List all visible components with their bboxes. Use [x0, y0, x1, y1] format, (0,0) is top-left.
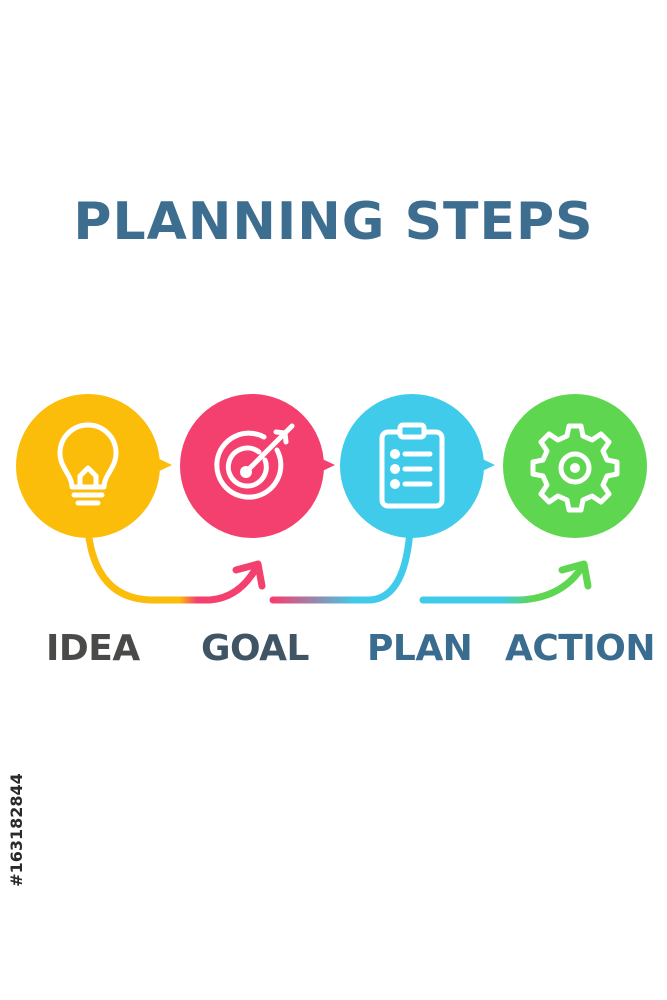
- step-plan: [340, 394, 495, 538]
- step-label-action: ACTION: [505, 628, 655, 669]
- gear-icon: [530, 423, 620, 513]
- step-circle: [340, 394, 484, 538]
- arrow-head-goal: [232, 560, 266, 590]
- step-label-idea: IDEA: [46, 628, 140, 669]
- step-label-goal: GOAL: [201, 628, 310, 669]
- clipboard-checklist-icon: [379, 422, 445, 509]
- step-action: [503, 394, 647, 538]
- step-idea: [16, 394, 172, 538]
- step-label-plan: PLAN: [367, 628, 473, 669]
- connector-plan-to-action: [419, 566, 584, 604]
- arrow-head-action: [558, 560, 592, 590]
- lightbulb-icon: [57, 422, 119, 506]
- stock-image-id: #163182844: [7, 773, 26, 887]
- page-title: PLANNING STEPS: [73, 192, 594, 252]
- target-icon: [214, 423, 295, 500]
- connector-idea-to-goal: [84, 526, 259, 604]
- planning-steps-diagram: [16, 394, 647, 604]
- step-goal: [180, 394, 335, 538]
- connector-goal-to-plan: [269, 526, 414, 604]
